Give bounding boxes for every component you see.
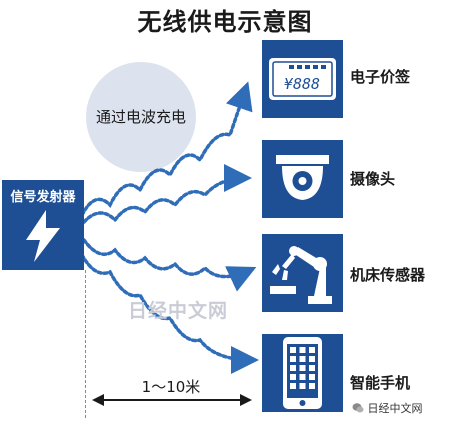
diagram-title: 无线供电示意图 xyxy=(137,8,313,36)
wave-to-smartphone xyxy=(80,253,259,374)
smartphone-icon xyxy=(283,337,322,409)
charging-bubble xyxy=(86,62,196,172)
wave-to-camera xyxy=(82,164,252,224)
source-credit: 日经中文网 xyxy=(352,400,423,416)
source-text: 日经中文网 xyxy=(367,402,423,415)
signal-transmitter: 信号发射器 xyxy=(2,180,84,270)
device-label-smartphone: 智能手机 xyxy=(350,374,411,392)
device-label-sensor: 机床传感器 xyxy=(350,266,426,284)
distance-arrow-left-head xyxy=(92,394,104,406)
price-tag-device: ¥888 xyxy=(262,40,343,118)
bubble-label: 通过电波充电 xyxy=(95,108,186,126)
transmitter-baseline xyxy=(85,270,86,418)
sensor-device xyxy=(262,234,343,312)
transmitter-label: 信号发射器 xyxy=(10,190,76,205)
watermark: 日经中文网 xyxy=(128,300,229,322)
smartphone-device xyxy=(262,334,343,412)
distance-label: 1～10米 xyxy=(141,378,201,396)
robot-arm-icon xyxy=(270,246,332,304)
price-tag-icon: ¥888 xyxy=(269,58,336,100)
lightning-bolt-icon xyxy=(26,210,60,262)
device-label-camera: 摄像头 xyxy=(350,170,396,188)
wechat-icon xyxy=(352,403,364,413)
wave-to-sensor xyxy=(82,238,257,292)
camera-icon xyxy=(276,155,329,200)
camera-device xyxy=(262,140,343,218)
wave-to-price-tag xyxy=(80,81,253,217)
price-display-text: ¥888 xyxy=(284,75,320,93)
distance-arrow-right-head xyxy=(240,394,252,406)
device-label-price-tag: 电子价签 xyxy=(350,68,411,86)
